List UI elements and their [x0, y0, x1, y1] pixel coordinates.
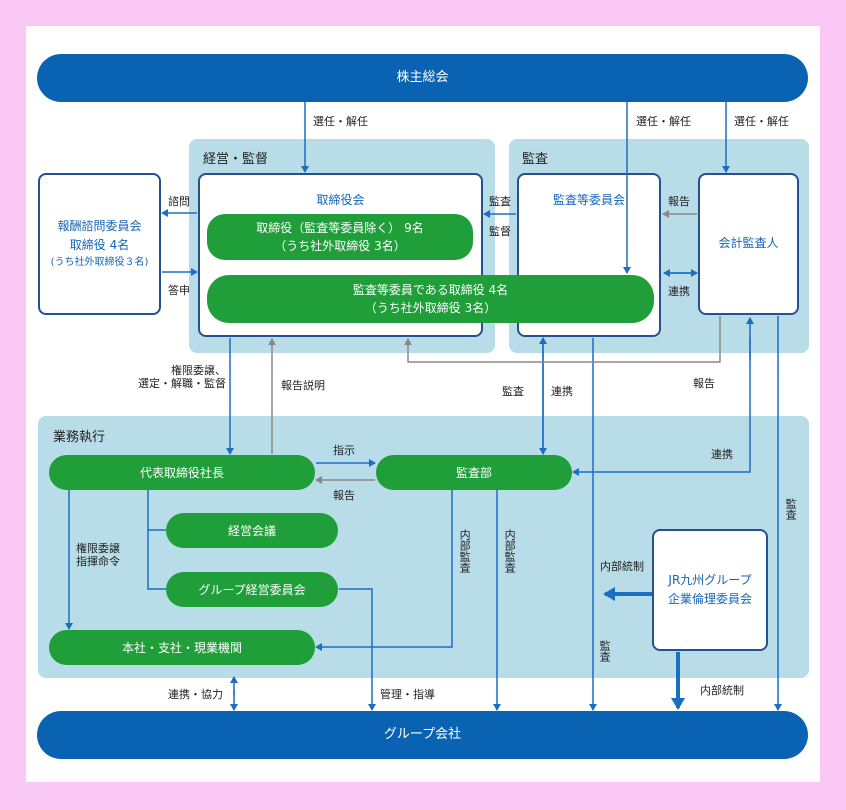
ethics-line1: JR九州グループ: [668, 572, 752, 587]
label-elect-3: 選任・解任: [734, 115, 789, 128]
directors-line2: （うち社外取締役 3名）: [274, 239, 406, 253]
label-elect-2: 選任・解任: [636, 115, 691, 128]
label-delegation: 権限委譲、 選定・解職・監督: [138, 364, 226, 391]
label-audit-c: 監査: [502, 385, 524, 398]
board-title: 取締役会: [316, 193, 365, 207]
audit-committee-title: 監査等委員会: [552, 193, 625, 207]
execution-section-title: 業務執行: [53, 430, 106, 445]
label-consult: 諮問: [168, 195, 190, 208]
label-internal-audit-2: 内部監査: [503, 529, 517, 573]
label-internal-control-2: 内部統制: [700, 684, 744, 697]
remuneration-committee: 報酬諮問委員会 取締役 4名 (うち社外取締役３名): [38, 173, 161, 315]
label-manage-guide: 管理・指導: [380, 688, 435, 701]
group-companies: グループ会社: [37, 711, 808, 759]
head-office-pill: 本社・支社・現業機関: [49, 630, 315, 665]
management-section-title: 経営・監督: [203, 152, 269, 167]
label-audit-b: 監督: [489, 225, 511, 238]
remuneration-line3: (うち社外取締役３名): [50, 257, 149, 269]
label-audit-h: 監査: [784, 498, 798, 520]
shareholders-meeting: 株主総会: [37, 54, 808, 102]
label-answer: 答申: [168, 284, 190, 297]
ethics-line2: 企業倫理委員会: [667, 592, 752, 606]
label-report-ac: 報告: [668, 195, 690, 208]
label-coop-support: 連携・協力: [168, 688, 223, 701]
arrow-manage-guide: [339, 588, 376, 711]
remuneration-line2: 取締役 4名: [69, 238, 130, 252]
ethics-committee: JR九州グループ 企業倫理委員会: [652, 529, 768, 651]
line-pres-group: [147, 530, 166, 590]
label-report-ac2: 報告: [693, 377, 715, 390]
label-coop-c: 連携: [551, 385, 573, 398]
label-report-explain: 報告説明: [281, 379, 325, 392]
label-report-p: 報告: [333, 489, 355, 502]
audit-directors-line1: 監査等委員である取締役 4名: [352, 283, 509, 297]
accounting-auditor: 会計監査人: [698, 173, 799, 315]
group-management-committee-pill: グループ経営委員会: [166, 572, 338, 607]
remuneration-line1: 報酬諮問委員会: [57, 218, 142, 233]
label-delegation2: 権限委譲 指揮命令: [76, 542, 120, 569]
audit-dept-pill: 監査部: [376, 455, 572, 490]
label-audit-g: 監査: [598, 640, 612, 662]
audit-section-title: 監査: [522, 152, 549, 167]
label-instruction: 指示: [333, 444, 355, 457]
arrow-coop-auditor: [572, 338, 751, 476]
label-coop-ac: 連携: [668, 285, 690, 298]
arrow-report-auditor-board: [404, 316, 721, 363]
management-meeting-pill: 経営会議: [166, 513, 338, 548]
audit-directors-line2: （うち社外取締役 3名）: [364, 301, 497, 315]
directors-line1: 取締役（監査等委員除く） 9名: [256, 221, 424, 235]
audit-directors-pill: 監査等委員である取締役 4名 （うち社外取締役 3名）: [207, 275, 654, 323]
accounting-auditor-title: 会計監査人: [718, 236, 779, 251]
label-audit-a: 監査: [489, 195, 511, 208]
line-pres-meeting: [147, 490, 166, 531]
label-elect-1: 選任・解任: [313, 115, 368, 128]
label-coop-d: 連携: [711, 448, 733, 461]
label-internal-audit-1: 内部監査: [458, 529, 472, 573]
label-internal-control-1: 内部統制: [600, 560, 644, 573]
directors-pill: 取締役（監査等委員除く） 9名 （うち社外取締役 3名）: [207, 214, 473, 260]
president-pill: 代表取締役社長: [49, 455, 315, 490]
arrow-internal-audit-1: [315, 490, 453, 651]
